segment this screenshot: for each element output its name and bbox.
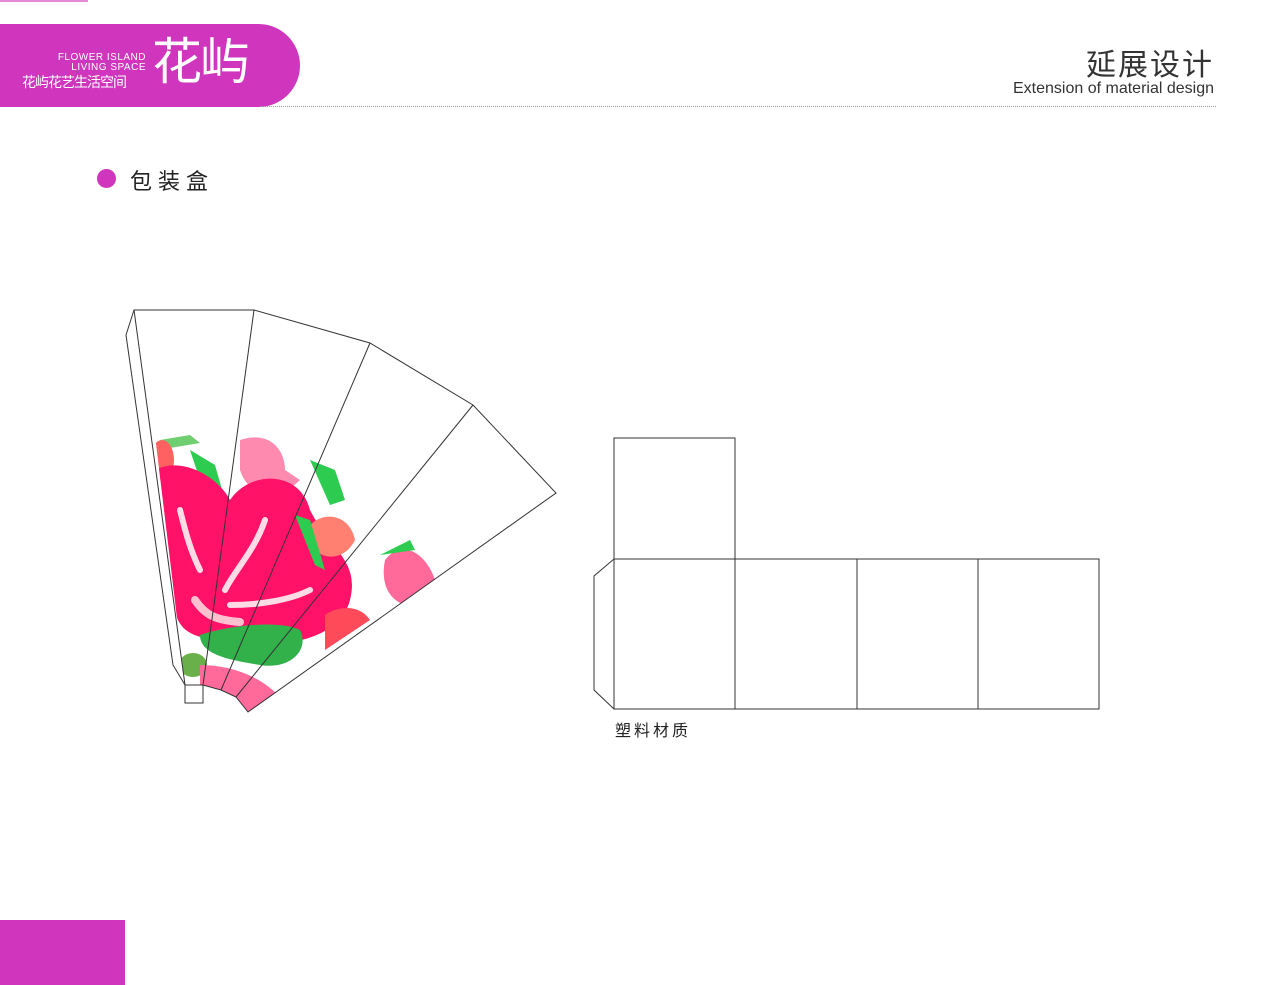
cone-box-net: [125, 309, 557, 713]
logo-banner: FLOWER ISLAND LIVING SPACE 花屿花艺生活空间 花屿: [0, 24, 300, 107]
material-label: 塑料材质: [615, 721, 692, 740]
top-accent-line: [0, 0, 88, 2]
header-divider: [260, 106, 1216, 107]
floral-pattern: [150, 435, 450, 712]
logo-mark: 花屿: [152, 33, 250, 91]
logo-en-line1: FLOWER ISLAND: [57, 52, 146, 63]
logo-en-line2: LIVING SPACE: [71, 62, 146, 73]
logo-cn-name: 花屿花艺生活空间: [22, 75, 127, 91]
page-subtitle: Extension of material design: [1013, 80, 1214, 97]
section-title: 包装盒: [130, 170, 215, 195]
corner-accent: [0, 920, 125, 985]
section-bullet: [97, 169, 116, 188]
page-title: 延展设计: [1086, 48, 1214, 83]
cube-box-net: [593, 437, 1100, 710]
